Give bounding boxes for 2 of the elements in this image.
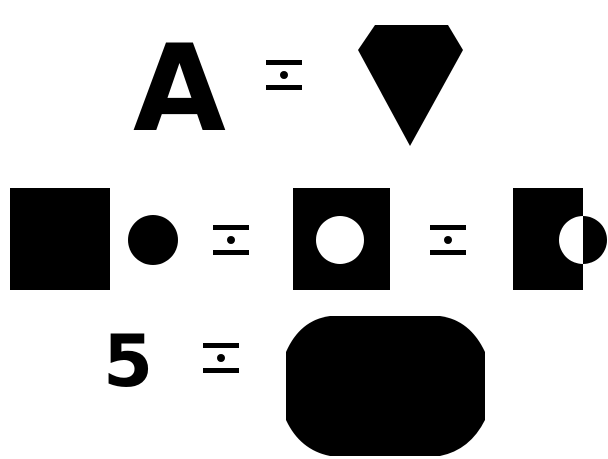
letter-label: A xyxy=(133,30,226,150)
digit-label: 5 xyxy=(103,325,154,397)
